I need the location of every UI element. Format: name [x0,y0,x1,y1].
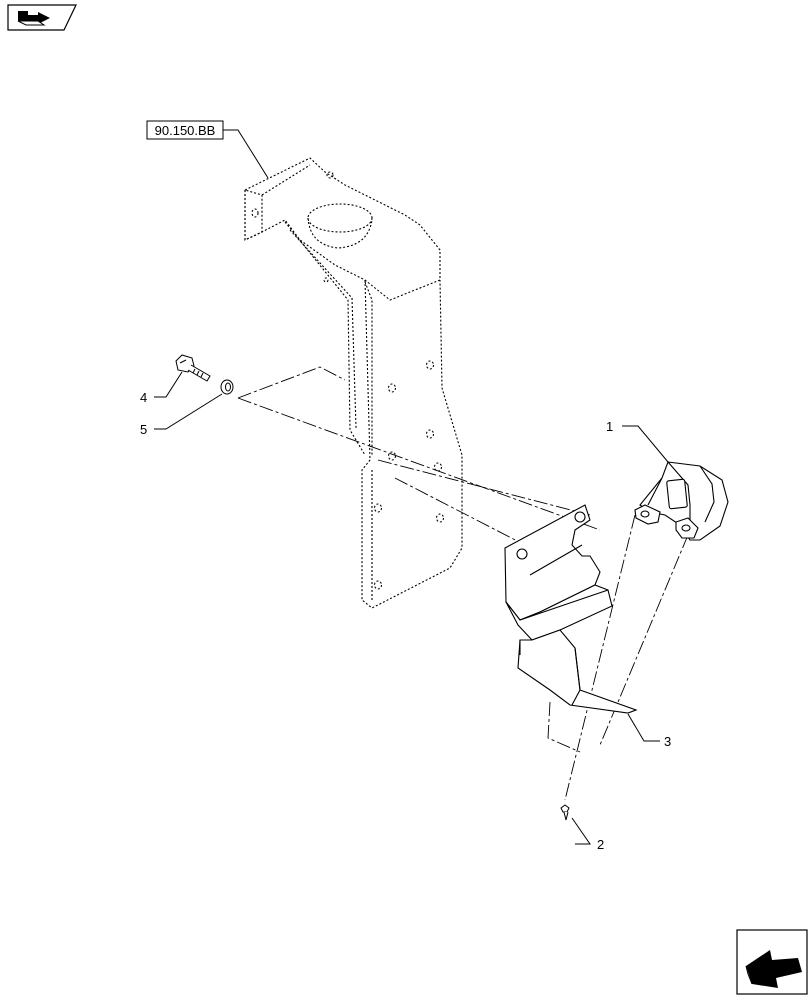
mounting-bracket-part[interactable] [504,504,638,714]
alignment-lines [237,366,689,801]
next-page-arrow-icon[interactable] [736,929,808,995]
callout-5[interactable]: 5 [140,422,147,437]
frame-bracket [244,157,463,609]
callout-3[interactable]: 3 [664,734,671,749]
callout-1[interactable]: 1 [606,419,613,434]
reference-tag[interactable]: 90.150.BB [146,120,269,179]
sensor-housing-part[interactable] [634,461,729,541]
reference-tag-text: 90.150.BB [155,123,216,138]
callout-leaders [154,371,669,845]
callout-4[interactable]: 4 [140,390,147,405]
bolt-part[interactable] [175,354,211,382]
callout-labels: 1 2 3 4 5 [140,390,671,852]
screw-part[interactable] [560,804,570,821]
callout-2[interactable]: 2 [597,837,604,852]
washer-part[interactable] [220,379,234,395]
flip-book-icon[interactable] [7,4,77,31]
